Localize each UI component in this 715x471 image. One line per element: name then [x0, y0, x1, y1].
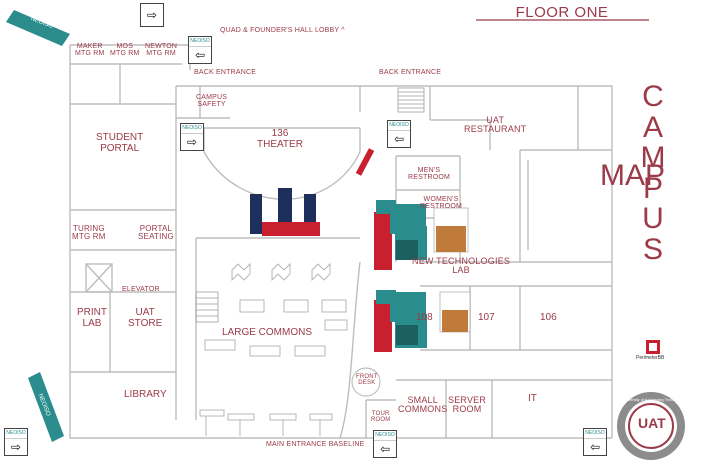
wayfinding-sign-bottom-left: NEOISO ⇨: [4, 428, 28, 456]
large-commons-label: LARGE COMMONS: [222, 327, 313, 338]
wayfinding-sign-top: ⇨: [140, 3, 164, 27]
library-label: LIBRARY: [124, 389, 167, 400]
right-arrow-icon: ⇨: [10, 440, 22, 454]
right-arrow-icon: ⇨: [146, 8, 158, 22]
back-entrance-right-label: BACK ENTRANCE: [379, 69, 442, 76]
exhibit-booths: [250, 148, 471, 352]
wayfinding-sign-theater: NEOISO ⇦: [387, 120, 411, 148]
elevator-label: ELEVATOR: [122, 286, 160, 293]
campus-map-word-map: MAP: [600, 159, 666, 192]
neoiso-logo: NEOISO: [374, 431, 396, 441]
room-108-label: 108: [416, 312, 433, 323]
neoiso-logo: NEOISO: [181, 124, 203, 134]
wayfinding-sign-portal: NEOISO ⇨: [180, 123, 204, 151]
wayfinding-sign-entrance: NEOISO ⇦: [373, 430, 397, 458]
uat-seal: [617, 392, 685, 460]
room-106-label: 106: [540, 312, 557, 323]
left-arrow-icon: ⇦: [379, 442, 391, 456]
neoiso-banner-bottom-left: [28, 372, 64, 442]
left-arrow-icon: ⇦: [393, 132, 405, 146]
wayfinding-sign-newton: NEOISO ⇦: [188, 36, 212, 64]
campus-map-vertical-title: C A M P U S: [638, 80, 668, 266]
right-arrow-icon: ⇨: [186, 135, 198, 149]
side-letter: P: [642, 171, 663, 205]
neoiso-banner-top-left: [6, 10, 70, 46]
left-arrow-icon: ⇦: [194, 48, 206, 62]
side-letter: U: [642, 202, 664, 235]
quad-lobby-label: QUAD & FOUNDER'S HALL LOBBY ^: [220, 27, 345, 34]
left-arrow-icon: ⇦: [589, 440, 601, 454]
commons-furniture: [199, 262, 381, 436]
sponsor-logo: [646, 340, 660, 354]
side-letter: M: [640, 141, 666, 174]
sponsor-label: PerimeterBB: [636, 355, 665, 361]
side-letter: C: [642, 80, 664, 113]
wayfinding-sign-bottom-right: NEOISO ⇦: [583, 428, 607, 456]
side-letter: A: [642, 110, 663, 144]
neoiso-logo: NEOISO: [388, 121, 410, 131]
back-entrance-left-label: BACK ENTRANCE: [194, 69, 257, 76]
seal-letters: UAT: [638, 415, 666, 431]
main-entrance-label: MAIN ENTRANCE BASELINE: [266, 441, 365, 448]
side-letter: S: [642, 232, 663, 266]
map-title: FLOOR ONE: [515, 4, 609, 21]
seal-ring-text: University of Advancing Technology: [622, 397, 685, 402]
neoiso-logo: NEOISO: [189, 37, 211, 47]
neoiso-logo: NEOISO: [584, 429, 606, 439]
neoiso-logo: NEOISO: [5, 429, 27, 439]
it-label: IT: [528, 393, 537, 404]
room-107-label: 107: [478, 312, 495, 323]
stairs: [195, 87, 425, 323]
